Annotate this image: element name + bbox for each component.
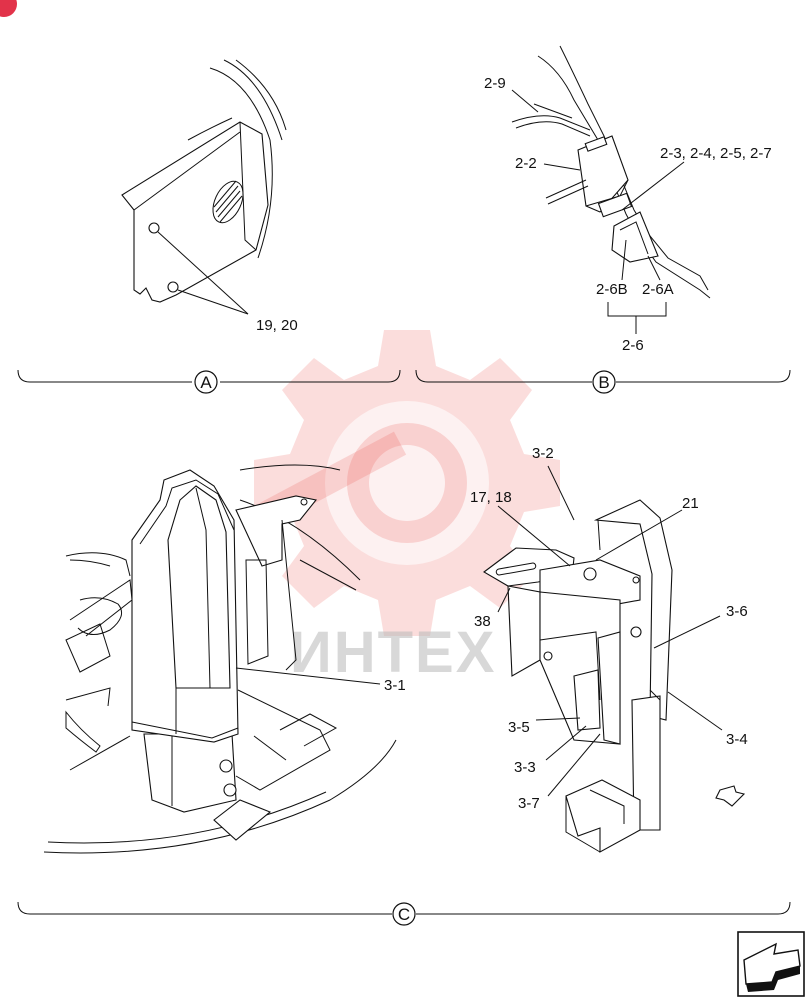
callout-2-3-2-4-2-5-2-7: 2-3, 2-4, 2-5, 2-7 bbox=[660, 145, 772, 162]
section-a-divider bbox=[17, 369, 192, 383]
section-c-label: C bbox=[398, 905, 410, 924]
callout-38: 38 bbox=[474, 613, 491, 630]
callout-17-18: 17, 18 bbox=[470, 489, 512, 506]
callout-2-6: 2-6 bbox=[622, 337, 644, 354]
callout-21: 21 bbox=[682, 495, 699, 512]
callout-2-6b: 2-6B bbox=[596, 281, 628, 298]
callout-2-9: 2-9 bbox=[484, 75, 506, 92]
callout-3-4: 3-4 bbox=[726, 731, 748, 748]
section-a-marker bbox=[194, 370, 218, 394]
watermark-text: ИНТЕХ bbox=[290, 620, 496, 685]
callout-3-3: 3-3 bbox=[514, 759, 536, 776]
section-c-left-drawing bbox=[43, 464, 397, 854]
section-b-label: B bbox=[598, 373, 609, 392]
callout-3-7: 3-7 bbox=[518, 795, 540, 812]
next-page-arrow-icon[interactable] bbox=[737, 931, 805, 997]
section-c-right-drawing bbox=[483, 499, 746, 853]
callout-3-1: 3-1 bbox=[384, 677, 406, 694]
section-c-divider bbox=[17, 901, 392, 915]
section-a-label: A bbox=[200, 373, 212, 392]
watermark-logo bbox=[243, 330, 560, 636]
callout-2-2: 2-2 bbox=[515, 155, 537, 172]
callout-3-5: 3-5 bbox=[508, 719, 530, 736]
section-b-drawing bbox=[511, 45, 711, 299]
callout-3-2: 3-2 bbox=[532, 445, 554, 462]
callout-2-6a: 2-6A bbox=[642, 281, 674, 298]
callout-19-20: 19, 20 bbox=[256, 317, 298, 334]
section-c-marker bbox=[392, 902, 416, 926]
corner-badge bbox=[0, 0, 17, 17]
callout-3-6: 3-6 bbox=[726, 603, 748, 620]
section-a-drawing bbox=[121, 59, 287, 315]
section-b-marker bbox=[592, 370, 616, 394]
section-b-divider bbox=[415, 369, 592, 383]
